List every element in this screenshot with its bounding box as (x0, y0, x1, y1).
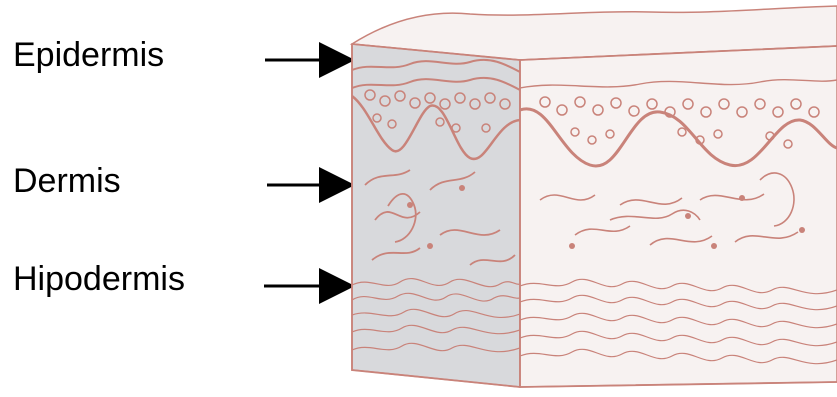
arrows-group (264, 60, 349, 286)
skin-block (352, 6, 837, 387)
